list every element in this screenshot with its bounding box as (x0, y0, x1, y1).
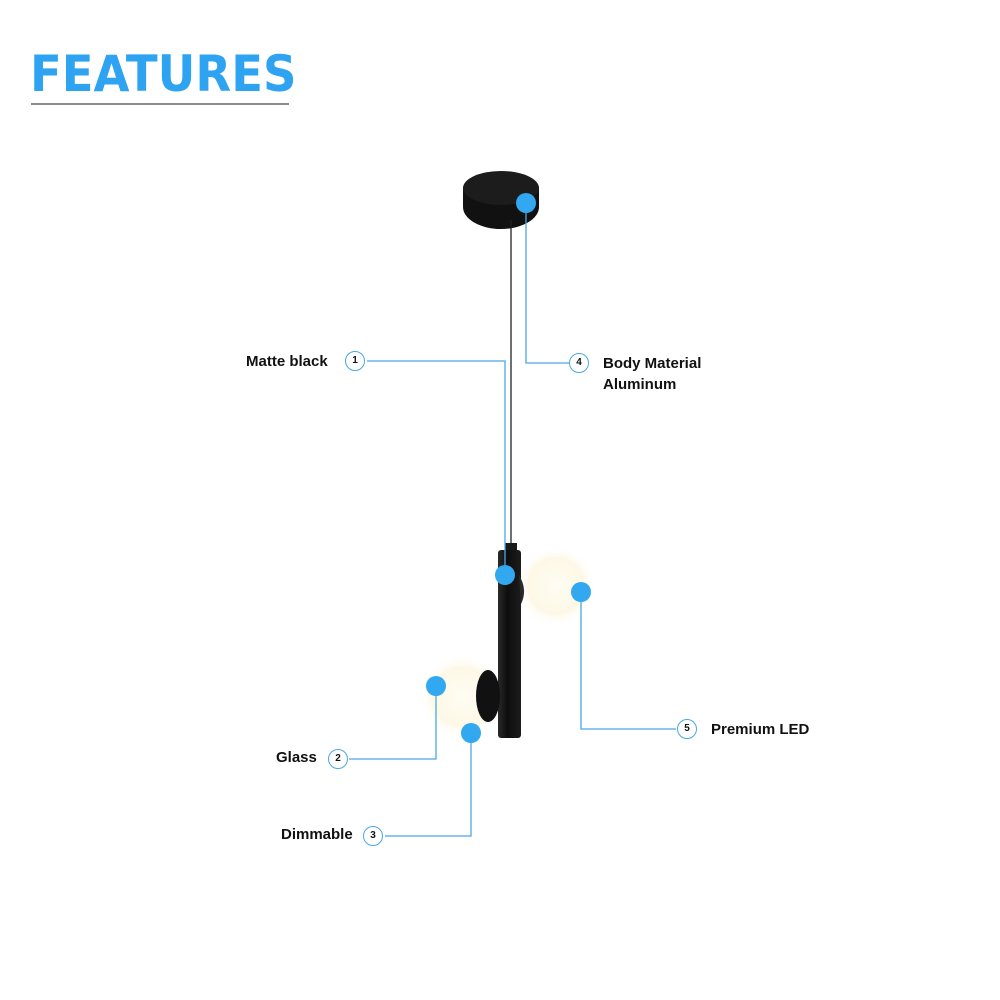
feature-badge-5: 5 (677, 719, 697, 739)
lower-shade-cup (476, 670, 500, 722)
feature-label-matte-black: Matte black (246, 353, 328, 370)
leader-lines (349, 203, 676, 837)
upper-glass-globe (516, 546, 596, 626)
leader-line-3 (385, 733, 472, 837)
feature-dot-2 (426, 676, 446, 696)
feature-label-body-material: Body Material (603, 355, 702, 372)
feature-badge-1: 1 (345, 351, 365, 371)
feature-dot-4 (516, 193, 536, 213)
leader-line-5 (580, 592, 676, 730)
feature-dots (426, 193, 591, 743)
feature-dot-1 (495, 565, 515, 585)
feature-label-glass: Glass (276, 749, 317, 766)
feature-badge-3: 3 (363, 826, 383, 846)
feature-badge-2: 2 (328, 749, 348, 769)
leader-line-1 (367, 360, 506, 575)
feature-label-aluminum: Aluminum (603, 376, 677, 393)
feature-dot-5 (571, 582, 591, 602)
feature-label-dimmable: Dimmable (281, 826, 353, 843)
feature-dot-3 (461, 723, 481, 743)
leader-line-4 (525, 203, 569, 364)
feature-label-premium-led: Premium LED (711, 721, 810, 738)
page-title: FEATURES (30, 45, 297, 103)
feature-badge-4: 4 (569, 353, 589, 373)
leader-line-2 (349, 686, 437, 760)
tube-body (498, 543, 525, 738)
title-underline (31, 103, 289, 105)
